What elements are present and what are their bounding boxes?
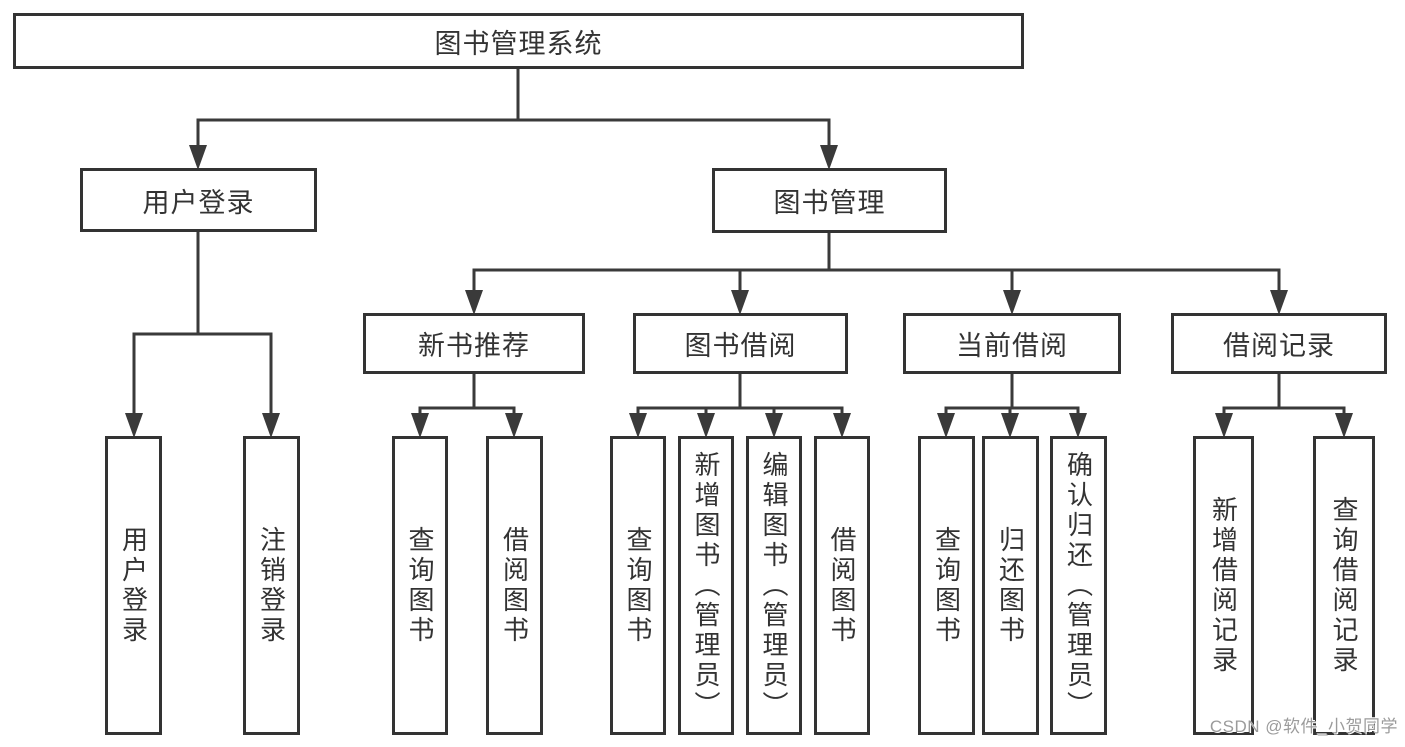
leaf-label: 确认归还（管理员） — [1063, 450, 1094, 721]
node-label: 借阅记录 — [1223, 331, 1335, 361]
leaf-borrow-books-recommend: 借阅图书 — [486, 436, 543, 735]
node-label: 新书推荐 — [418, 331, 530, 361]
leaf-add-books-admin: 新增图书（管理员） — [678, 436, 734, 735]
node-label: 图书借阅 — [684, 331, 797, 361]
node-book-borrowing: 图书借阅 — [633, 313, 848, 374]
leaf-label: 新增图书（管理员） — [691, 450, 721, 721]
leaf-label: 编辑图书（管理员） — [759, 450, 789, 721]
node-new-book-recommendation: 新书推荐 — [363, 313, 585, 374]
leaf-borrow-books: 借阅图书 — [814, 436, 870, 735]
node-label: 当前借阅 — [956, 331, 1068, 361]
leaf-query-borrow-record: 查询借阅记录 — [1313, 436, 1375, 735]
node-label: 图书管理 — [773, 188, 886, 218]
node-borrowing-records: 借阅记录 — [1171, 313, 1387, 374]
csdn-watermark: CSDN @软件_小贺同学 — [1209, 717, 1398, 736]
node-book-management: 图书管理 — [712, 168, 947, 233]
arrowhead-icons — [125, 145, 1353, 438]
leaf-label: 查询借阅记录 — [1329, 495, 1359, 676]
leaf-label: 归还图书 — [995, 525, 1026, 646]
node-label: 用户登录 — [142, 187, 255, 218]
node-user-login: 用户登录 — [80, 168, 317, 232]
leaf-label: 借阅图书 — [499, 525, 530, 646]
leaf-add-borrow-record: 新增借阅记录 — [1193, 436, 1254, 735]
leaf-label: 查询图书 — [405, 525, 435, 646]
leaf-label: 注销登录 — [256, 525, 287, 646]
leaf-logout: 注销登录 — [243, 436, 300, 735]
leaf-user-login: 用户登录 — [105, 436, 162, 735]
node-current-borrowing: 当前借阅 — [903, 313, 1121, 374]
node-label: 图书管理系统 — [434, 28, 603, 59]
node-library-management-system: 图书管理系统 — [13, 13, 1024, 69]
leaf-label: 查询图书 — [623, 525, 653, 646]
leaf-label: 借阅图书 — [827, 525, 857, 646]
leaf-label: 用户登录 — [118, 525, 149, 646]
leaf-label: 新增借阅记录 — [1208, 495, 1239, 676]
leaf-confirm-return-admin: 确认归还（管理员） — [1050, 436, 1107, 735]
leaf-return-books: 归还图书 — [982, 436, 1039, 735]
leaf-query-books-borrowing: 查询图书 — [610, 436, 666, 735]
leaf-query-books-current: 查询图书 — [918, 436, 975, 735]
leaf-edit-books-admin: 编辑图书（管理员） — [746, 436, 802, 735]
leaf-query-books-recommend: 查询图书 — [392, 436, 448, 735]
leaf-label: 查询图书 — [931, 525, 962, 646]
